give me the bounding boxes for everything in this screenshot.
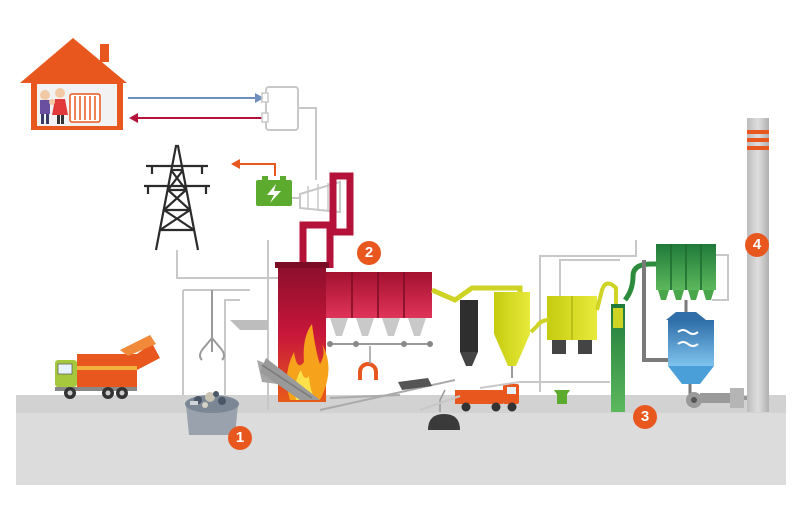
magnet-icon — [358, 346, 378, 380]
battery-icon — [231, 159, 292, 206]
garbage-truck-icon — [55, 335, 160, 399]
crane-grab-icon — [199, 290, 225, 361]
power-line — [176, 250, 310, 279]
radiator-icon — [69, 63, 101, 123]
scrubber-column — [554, 304, 625, 412]
power-pylon-icon — [144, 144, 210, 251]
fan-icon — [686, 388, 760, 408]
filter-icon — [529, 296, 597, 354]
dump-truck-icon — [455, 384, 519, 412]
house-icon — [20, 38, 127, 130]
steam-pipe — [299, 172, 354, 268]
blue-scrubber — [666, 312, 714, 394]
step-badge-3: 3 — [633, 405, 657, 429]
furnace-icon — [260, 262, 329, 402]
heat-flow-arrows — [128, 93, 264, 123]
family-icon — [40, 88, 68, 124]
scrubber-icon — [656, 244, 729, 301]
flue-duct-2 — [642, 260, 670, 362]
flue-duct — [431, 285, 523, 303]
ash-silo — [460, 300, 478, 366]
cyclone-icon — [494, 292, 530, 378]
step-badge-2: 2 — [357, 241, 381, 265]
ash-conveyor-icon — [319, 378, 460, 430]
heat-exchanger-icon — [261, 86, 317, 180]
reagent-pipe — [595, 281, 618, 311]
step-badge-1: 1 — [228, 426, 252, 450]
ground — [16, 395, 786, 485]
chimney-icon — [747, 118, 769, 412]
waste-bunker-icon — [185, 391, 239, 435]
boiler-icon — [326, 272, 433, 347]
step-badge-4: 4 — [745, 233, 769, 257]
